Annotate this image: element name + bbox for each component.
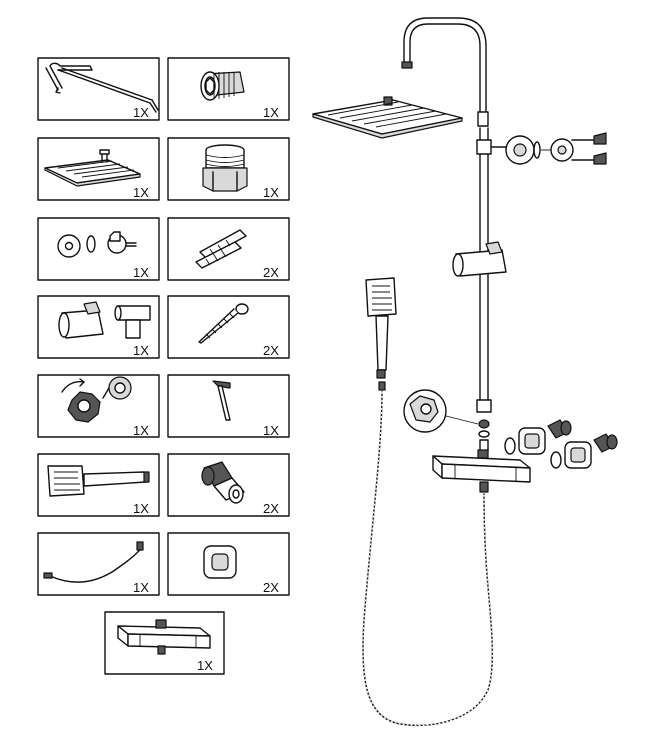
part-box-thermostat: 1X [104,611,225,675]
screw-icon [198,303,249,344]
thermostatic-mixer-icon [117,619,211,655]
washer [478,430,490,438]
shower-arm-icon [401,17,489,127]
wall-bracket-set-icon [57,231,137,258]
wall-bracket-set-icon [491,132,607,165]
wall-plug-icon [195,229,247,269]
rain-shower-head-icon [312,96,463,139]
shower-hose-icon [362,391,494,727]
shower-arm-icon [45,62,159,113]
part-box-screw: 2X [167,295,290,359]
qty-label: 1X [133,105,149,120]
qty-label: 1X [133,265,149,280]
part-box-eccentric-connector: 2X [167,453,290,517]
rain-shower-head-icon [44,149,141,187]
part-box-riser-arm: 1X [37,57,160,121]
qty-label: 1X [133,501,149,516]
part-box-wall-plug: 2X [167,217,290,281]
qty-label: 1X [263,423,279,438]
qty-label: 2X [263,265,279,280]
thermostatic-mixer-icon [432,449,531,493]
part-box-rain-head: 1X [37,137,160,201]
diverter-knob-icon [403,389,479,433]
part-box-wall-connector: 1X [167,57,290,121]
hand-shower-icon [47,465,150,497]
threaded-connector-icon [200,71,245,101]
qty-label: 2X [263,501,279,516]
shower-hose-icon [43,541,144,583]
qty-label: 1X [133,185,149,200]
part-box-nut-adapter: 1X [167,137,290,201]
qty-label: 1X [197,658,213,673]
part-box-hex-key: 1X [167,374,290,438]
qty-label: 1X [263,105,279,120]
part-box-diverter-knob: 1X [37,374,160,438]
hand-shower-icon [365,277,397,391]
diverter-knob-icon [61,376,132,423]
part-box-escutcheon: 2X [167,532,290,596]
slide-holder-icon [452,241,507,277]
part-box-wall-bracket: 1X [37,217,160,281]
escutcheon-flange-icon [203,545,237,579]
eccentric-connector-icon [201,461,245,504]
qty-label: 2X [263,343,279,358]
part-box-hand-shower: 1X [37,453,160,517]
assembled-shower-column [312,17,618,727]
qty-label: 1X [133,580,149,595]
o-ring [478,419,490,429]
part-box-slide-holder: 1X [37,295,160,359]
nut-adapter-icon [202,144,248,192]
qty-label: 2X [263,580,279,595]
part-box-shower-hose: 1X [37,532,160,596]
slide-holder-icon [58,301,151,339]
eccentric-connector-icon [504,419,618,469]
hex-key-icon [212,380,231,421]
qty-label: 1X [133,343,149,358]
qty-label: 1X [133,423,149,438]
qty-label: 1X [263,185,279,200]
